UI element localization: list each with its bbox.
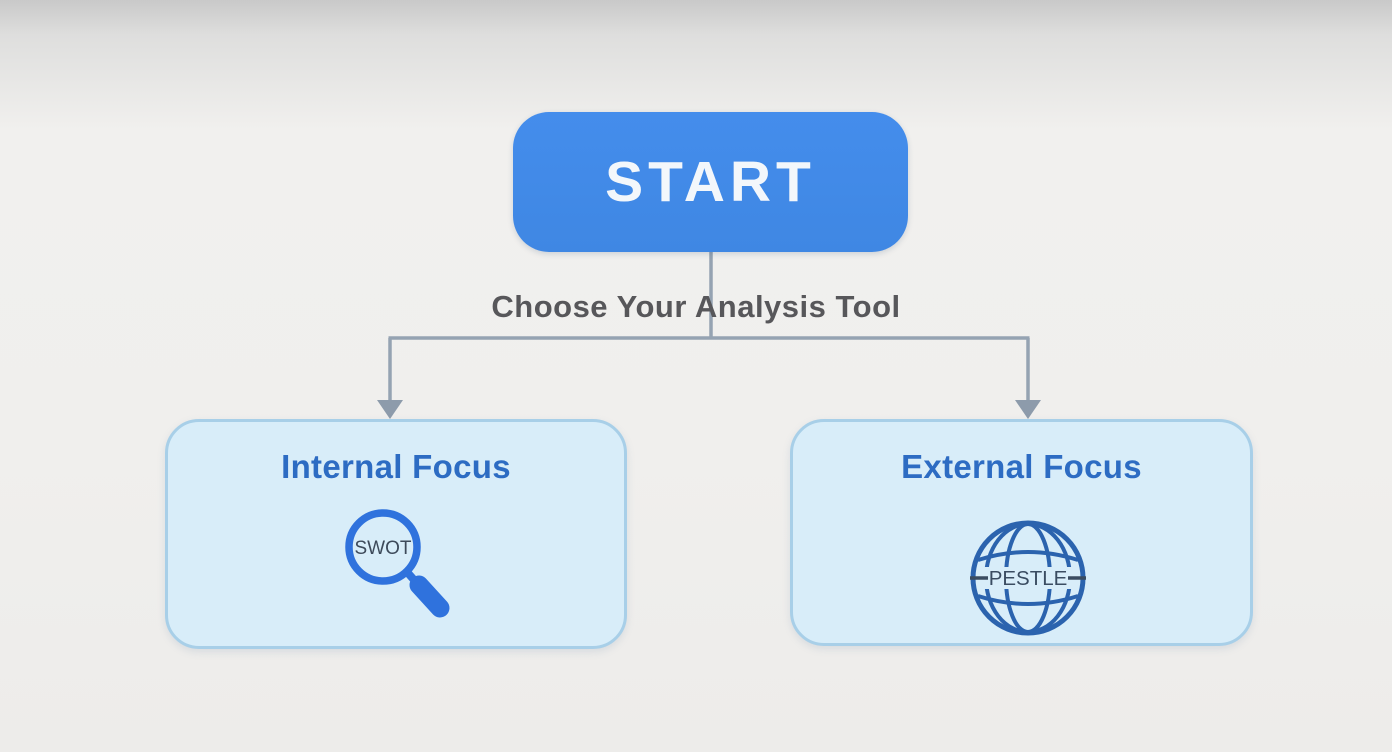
- decision-label: Choose Your Analysis Tool: [491, 289, 901, 324]
- swot-icon-label: SWOT: [355, 538, 412, 559]
- branch-title-external: External Focus: [901, 448, 1142, 485]
- start-node-label: START: [605, 150, 816, 214]
- branch-box-external-focus: External Focus PESTLE: [790, 419, 1253, 646]
- pestle-globe-icon: PESTLE: [970, 520, 1086, 636]
- start-node: START: [513, 112, 908, 252]
- arrowhead-right-icon: [1015, 400, 1041, 419]
- branch-title-internal: Internal Focus: [281, 448, 511, 485]
- pestle-icon-label: PESTLE: [989, 567, 1068, 590]
- connector-path: [388, 252, 1030, 402]
- swot-magnifier-icon: SWOT: [345, 509, 450, 618]
- arrowhead-left-icon: [377, 400, 403, 419]
- branch-box-internal-focus: Internal Focus SWOT: [165, 419, 627, 649]
